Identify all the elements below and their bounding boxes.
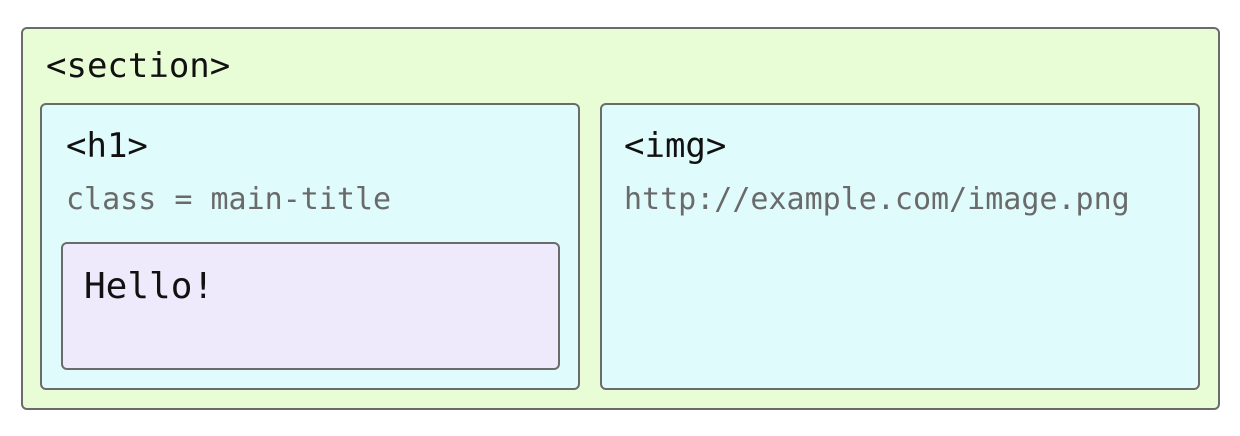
img-src-attribute: http://example.com/image.png bbox=[624, 182, 1130, 217]
img-element-box bbox=[600, 103, 1200, 390]
section-tag-label: <section> bbox=[46, 46, 231, 86]
h1-class-attribute: class = main-title bbox=[66, 182, 392, 217]
h1-content-box bbox=[61, 242, 560, 370]
img-tag-label: <img> bbox=[624, 126, 727, 166]
h1-text-content: Hello! bbox=[84, 266, 215, 307]
h1-tag-label: <h1> bbox=[66, 126, 148, 166]
